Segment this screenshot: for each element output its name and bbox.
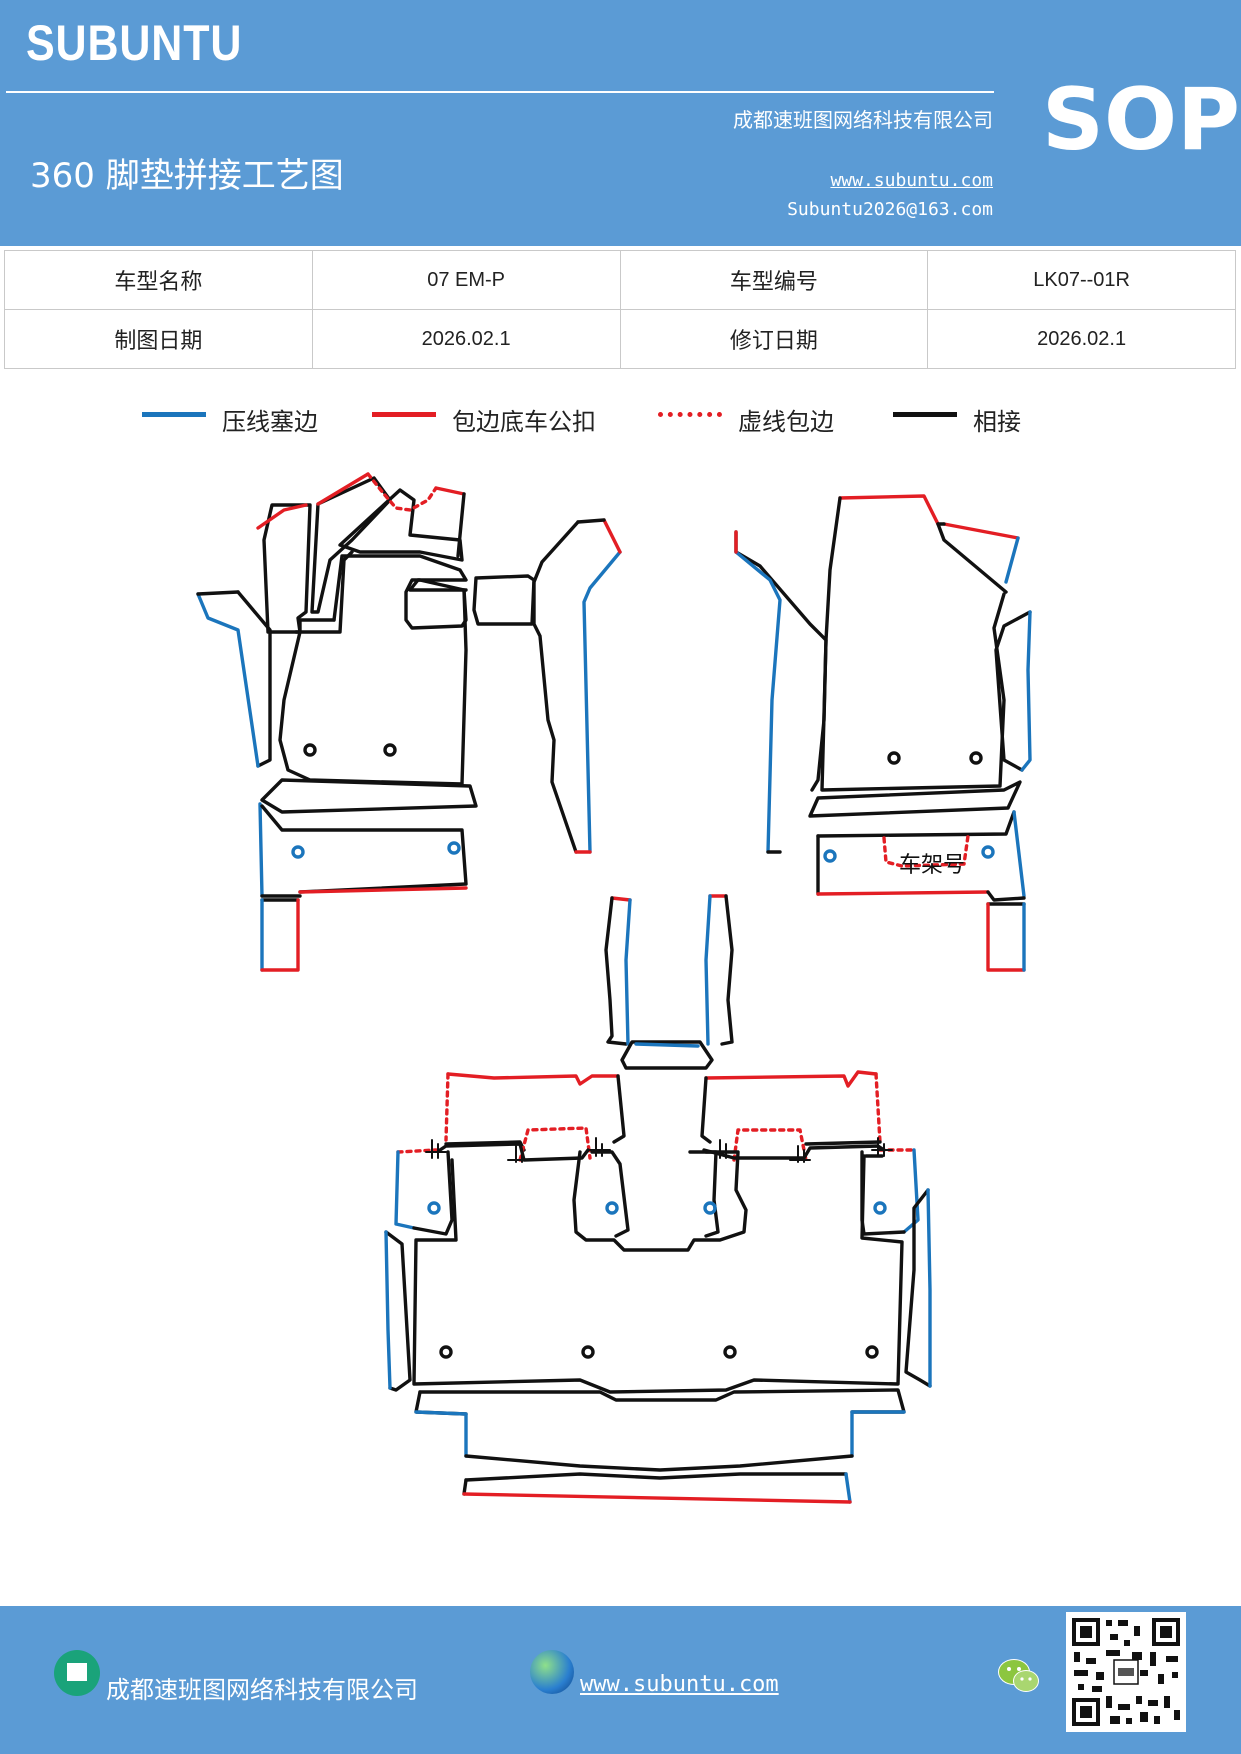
model-name-value: 07 EM-P <box>311 250 621 310</box>
table-row: 制图日期 2026.02.1 修订日期 2026.02.1 <box>4 309 1236 369</box>
line-legend: 压线塞边 包边底车公扣 虚线包边 相接 <box>0 400 1241 440</box>
sop-label: SOP <box>1042 70 1241 170</box>
footer-banner: 成都速班图网络科技有限公司 www.subuntu.com <box>0 1606 1241 1754</box>
draw-date-label: 制图日期 <box>4 309 313 369</box>
model-name-label: 车型名称 <box>4 250 313 310</box>
brand-logo-text: SUBUNTU <box>26 15 243 71</box>
page-title: 360 脚垫拼接工艺图 <box>30 156 344 196</box>
legend-label: 包边底车公扣 <box>452 408 596 436</box>
table-row: 车型名称 07 EM-P 车型编号 LK07--01R <box>4 250 1236 310</box>
draw-date-value: 2026.02.1 <box>311 309 621 369</box>
passenger-mat <box>734 494 1032 972</box>
floor-mat-diagram: 车架号 <box>196 472 1032 1504</box>
revise-date-value: 2026.02.1 <box>927 309 1236 369</box>
footer-website-link[interactable]: www.subuntu.com <box>580 1672 779 1697</box>
legend-label: 虚线包边 <box>738 408 834 436</box>
model-code-label: 车型编号 <box>619 250 929 310</box>
model-info-table: 车型名称 07 EM-P 车型编号 LK07--01R 制图日期 2026.02… <box>4 250 1236 369</box>
header-email: Subuntu2026@163.com <box>787 199 993 220</box>
driver-mat <box>196 472 622 972</box>
legend-label: 压线塞边 <box>222 408 318 436</box>
header-website-link[interactable]: www.subuntu.com <box>830 170 993 191</box>
building-icon <box>54 1650 100 1696</box>
model-code-value: LK07--01R <box>927 250 1236 310</box>
rear-mat <box>384 1070 932 1504</box>
legend-swatch-blue <box>142 412 206 417</box>
wechat-icon[interactable] <box>996 1656 1042 1696</box>
legend-swatch-red <box>372 412 436 417</box>
legend-swatch-black <box>893 412 957 417</box>
header-company-name: 成都速班图网络科技有限公司 <box>733 108 993 132</box>
legend-label: 相接 <box>973 408 1021 436</box>
revise-date-label: 修订日期 <box>619 309 929 369</box>
footer-company-name: 成都速班图网络科技有限公司 <box>106 1676 418 1704</box>
frame-number-label: 车架号 <box>899 853 965 878</box>
header-banner: SUBUNTU 成都速班图网络科技有限公司 360 脚垫拼接工艺图 www.su… <box>0 0 1241 246</box>
globe-icon <box>530 1650 574 1694</box>
qr-code-icon <box>1066 1612 1186 1732</box>
header-divider <box>6 91 994 93</box>
legend-swatch-red-dashed <box>658 412 722 417</box>
center-tunnel-mat <box>604 894 734 1070</box>
